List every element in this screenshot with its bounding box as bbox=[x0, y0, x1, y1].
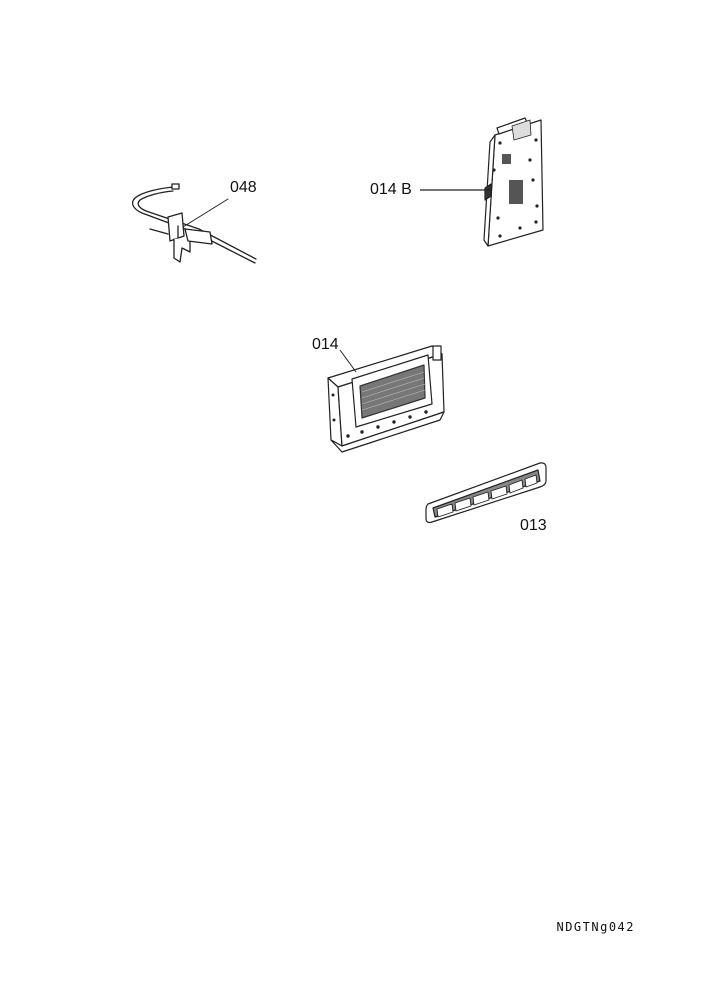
part-label-014: 014 bbox=[312, 336, 339, 353]
part-label-048: 048 bbox=[230, 179, 257, 196]
button-strip-part bbox=[425, 462, 547, 524]
sensor-wire-part bbox=[131, 183, 257, 264]
part-label-014b: 014 B bbox=[370, 181, 412, 198]
drawing-reference-code: NDGTNg042 bbox=[556, 920, 635, 934]
display-circuit-board-part bbox=[420, 117, 544, 247]
control-panel-housing-part bbox=[327, 345, 445, 453]
part-label-013: 013 bbox=[520, 517, 547, 534]
